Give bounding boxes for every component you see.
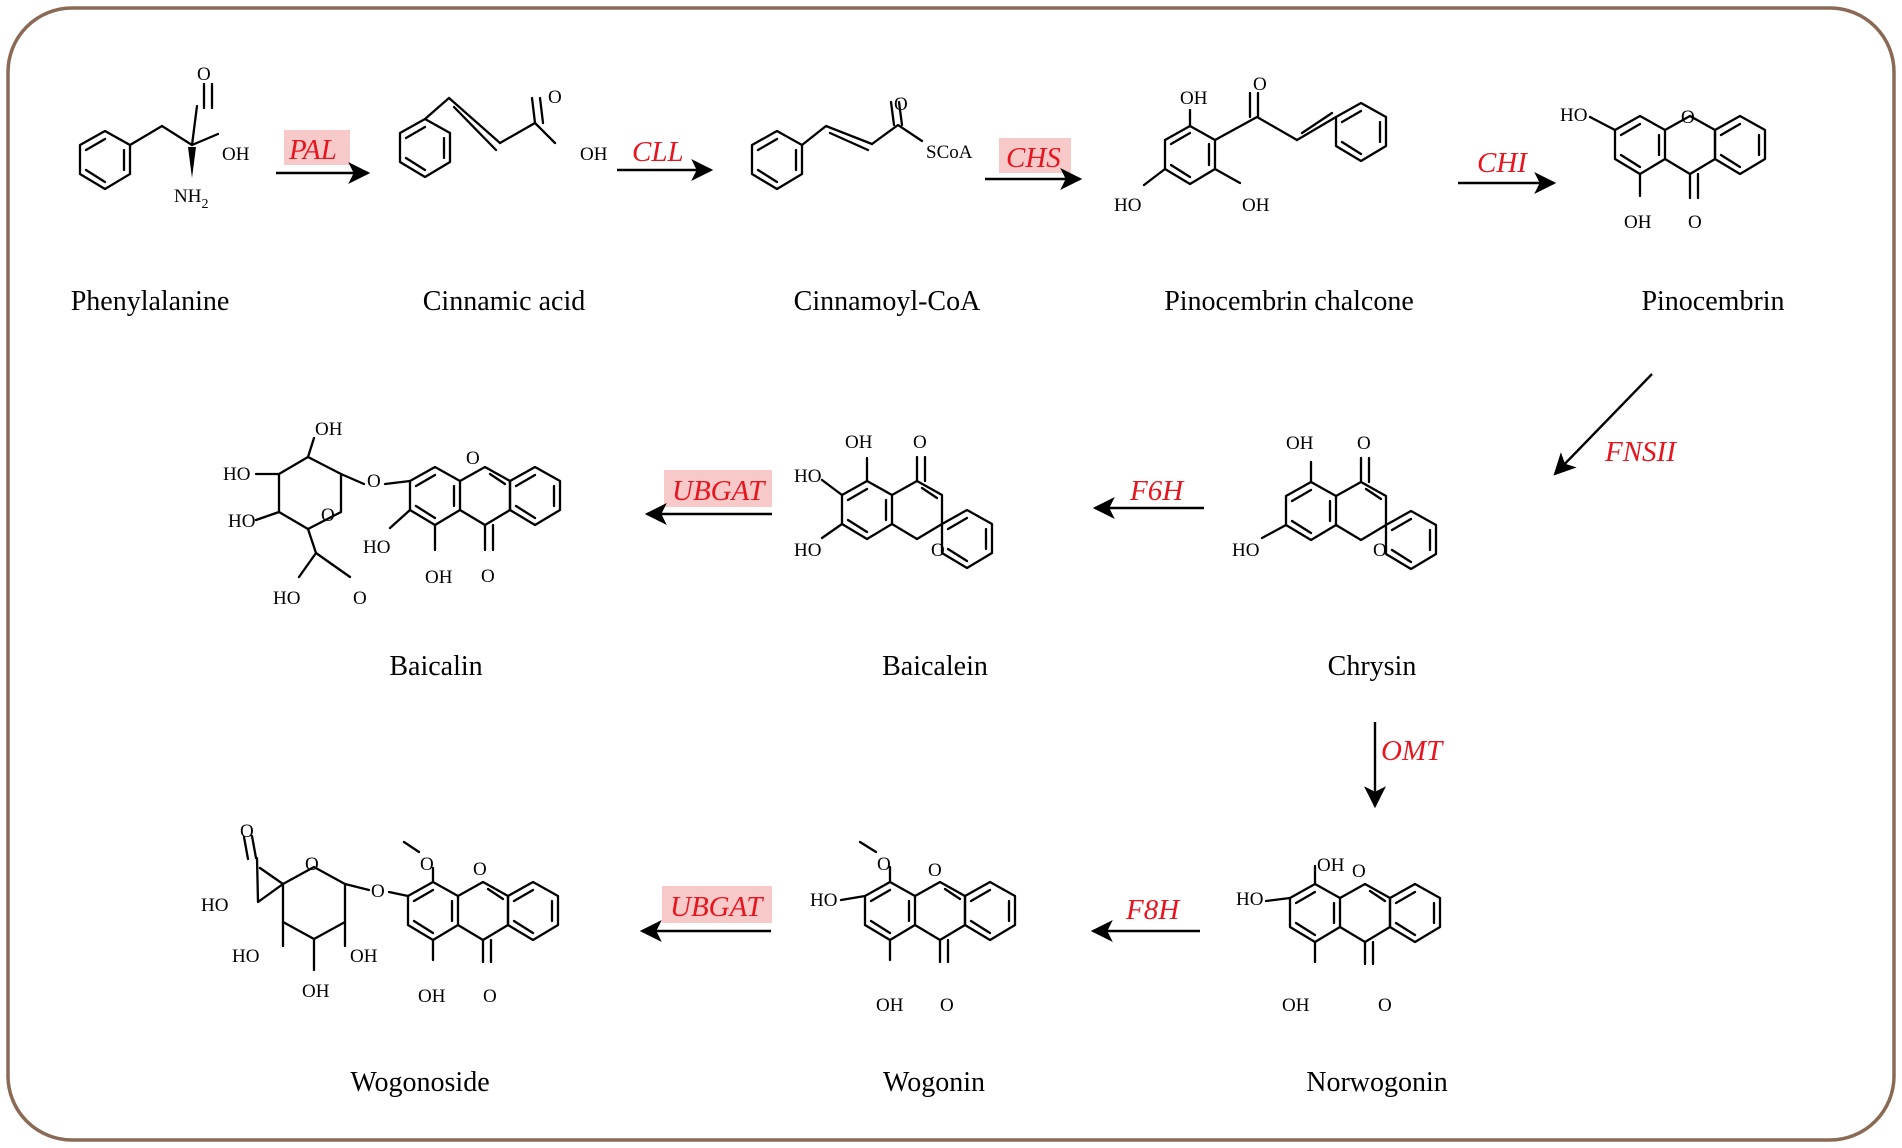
atom-ho: HO <box>1232 540 1259 561</box>
atom-ho: HO <box>810 890 837 911</box>
atom-oh: OH <box>876 995 904 1016</box>
compound-label-cinnamoyl-coa: Cinnamoyl-CoA <box>794 286 981 317</box>
atom-oh: OH <box>1624 212 1652 233</box>
atom-o: O <box>940 995 954 1016</box>
atom-o: O <box>305 854 319 875</box>
enzyme-label-f6h: F6H <box>1129 475 1185 507</box>
atom-oh: OH <box>1286 433 1314 454</box>
structure-cinnamoyl-coa: O SCoA <box>750 94 973 191</box>
enzyme-label-cll: CLL <box>632 136 684 168</box>
atom-o: O <box>321 505 335 526</box>
atom-o: O <box>197 64 211 85</box>
atom-ho: HO <box>794 540 821 561</box>
atom-o: O <box>1681 107 1695 128</box>
enzyme-label-ubgat-baicalin: UBGAT <box>672 475 766 507</box>
atom-o: O <box>420 854 434 875</box>
enzyme-label-f8h: F8H <box>1125 894 1181 926</box>
compound-label-cinnamic-acid: Cinnamic acid <box>423 286 586 317</box>
atom-o: O <box>1352 861 1366 882</box>
compound-label-wogonoside: Wogonoside <box>350 1067 489 1098</box>
structure-chrysin: OH O HO O <box>1232 433 1438 571</box>
compound-label-wogonin: Wogonin <box>883 1067 985 1098</box>
compound-label-baicalein: Baicalein <box>882 651 988 682</box>
atom-o: O <box>481 566 495 587</box>
atom-oh: OH <box>425 567 453 588</box>
atom-oh: OH <box>1317 855 1345 876</box>
enzyme-label-pal: PAL <box>288 134 337 166</box>
atom-scoa: SCoA <box>926 142 973 163</box>
atom-nh2: NH2 <box>174 186 208 212</box>
atom-o: O <box>1688 212 1702 233</box>
structure-cinnamic-acid: O OH <box>398 87 608 179</box>
highlight-pal <box>284 130 350 165</box>
highlight-ubgat-wogonoside <box>662 886 772 923</box>
atom-o: O <box>1373 540 1387 561</box>
compound-label-phenylalanine: Phenylalanine <box>71 286 230 317</box>
atom-o: O <box>240 821 254 842</box>
atom-ho: HO <box>363 537 390 558</box>
structure-wogonin: O HO O OH O <box>810 840 1017 1016</box>
atom-o: O <box>931 540 945 561</box>
atom-o: O <box>877 854 891 875</box>
compound-label-chrysin: Chrysin <box>1328 651 1417 682</box>
atom-oh: OH <box>222 144 250 165</box>
atom-o: O <box>928 860 942 881</box>
diagram-frame <box>6 6 1896 1142</box>
atom-oh: OH <box>845 432 873 453</box>
structure-baicalein: OH O HO HO O <box>794 432 994 570</box>
atom-oh: OH <box>418 986 446 1007</box>
compound-label-norwogonin: Norwogonin <box>1306 1067 1448 1098</box>
enzyme-label-chi: CHI <box>1477 147 1528 179</box>
atom-o: O <box>483 986 497 1007</box>
atom-ho: HO <box>223 464 250 485</box>
enzyme-label-ubgat-wogonoside: UBGAT <box>670 891 764 923</box>
atom-o: O <box>466 448 480 469</box>
atom-o: O <box>913 432 927 453</box>
structure-phenylalanine: O OH NH2 <box>78 64 250 212</box>
atom-oh: OH <box>315 419 343 440</box>
structure-wogonoside: O O O O O HO HO OH OH OH O <box>201 821 560 1007</box>
atom-o: O <box>367 471 381 492</box>
atom-o: O <box>371 881 385 902</box>
atom-o: O <box>353 588 367 609</box>
atom-oh: OH <box>302 981 330 1002</box>
atom-oh: OH <box>1282 995 1310 1016</box>
atom-oh: OH <box>1242 195 1270 216</box>
atom-oh: OH <box>580 144 608 165</box>
highlight-ubgat-baicalin <box>664 470 772 507</box>
atom-ho: HO <box>232 946 259 967</box>
structure-baicalin: OH HO O HO O HO OH O HO O O <box>223 419 562 609</box>
atom-ho: HO <box>1236 889 1263 910</box>
atom-o: O <box>894 94 908 115</box>
atom-ho: HO <box>794 466 821 487</box>
atom-o: O <box>548 87 562 108</box>
compound-label-baicalin: Baicalin <box>389 651 482 682</box>
compound-label-pinocembrin-chalcone: Pinocembrin chalcone <box>1164 286 1414 317</box>
atom-o: O <box>1253 74 1267 95</box>
enzyme-label-omt: OMT <box>1381 735 1444 767</box>
structure-pinocembrin-chalcone: OH O HO OH <box>1114 74 1388 216</box>
enzyme-label-fnsii: FNSII <box>1604 436 1677 468</box>
atom-ho: HO <box>228 511 255 532</box>
highlight-chs <box>999 138 1071 173</box>
atom-ho: HO <box>1114 195 1141 216</box>
structure-pinocembrin: HO O OH O <box>1560 105 1767 233</box>
atom-ho: HO <box>273 588 300 609</box>
enzyme-label-chs: CHS <box>1006 142 1061 174</box>
atom-ho: HO <box>1560 105 1587 126</box>
atom-o: O <box>1357 433 1371 454</box>
atom-o: O <box>1378 995 1392 1016</box>
structure-norwogonin: OH HO O OH O <box>1236 855 1442 1016</box>
compound-label-pinocembrin: Pinocembrin <box>1641 286 1784 317</box>
atom-ho: HO <box>201 895 228 916</box>
atom-o: O <box>473 859 487 880</box>
atom-oh: OH <box>350 946 378 967</box>
arrow-fnsii <box>1553 373 1653 476</box>
atom-oh: OH <box>1180 88 1208 109</box>
